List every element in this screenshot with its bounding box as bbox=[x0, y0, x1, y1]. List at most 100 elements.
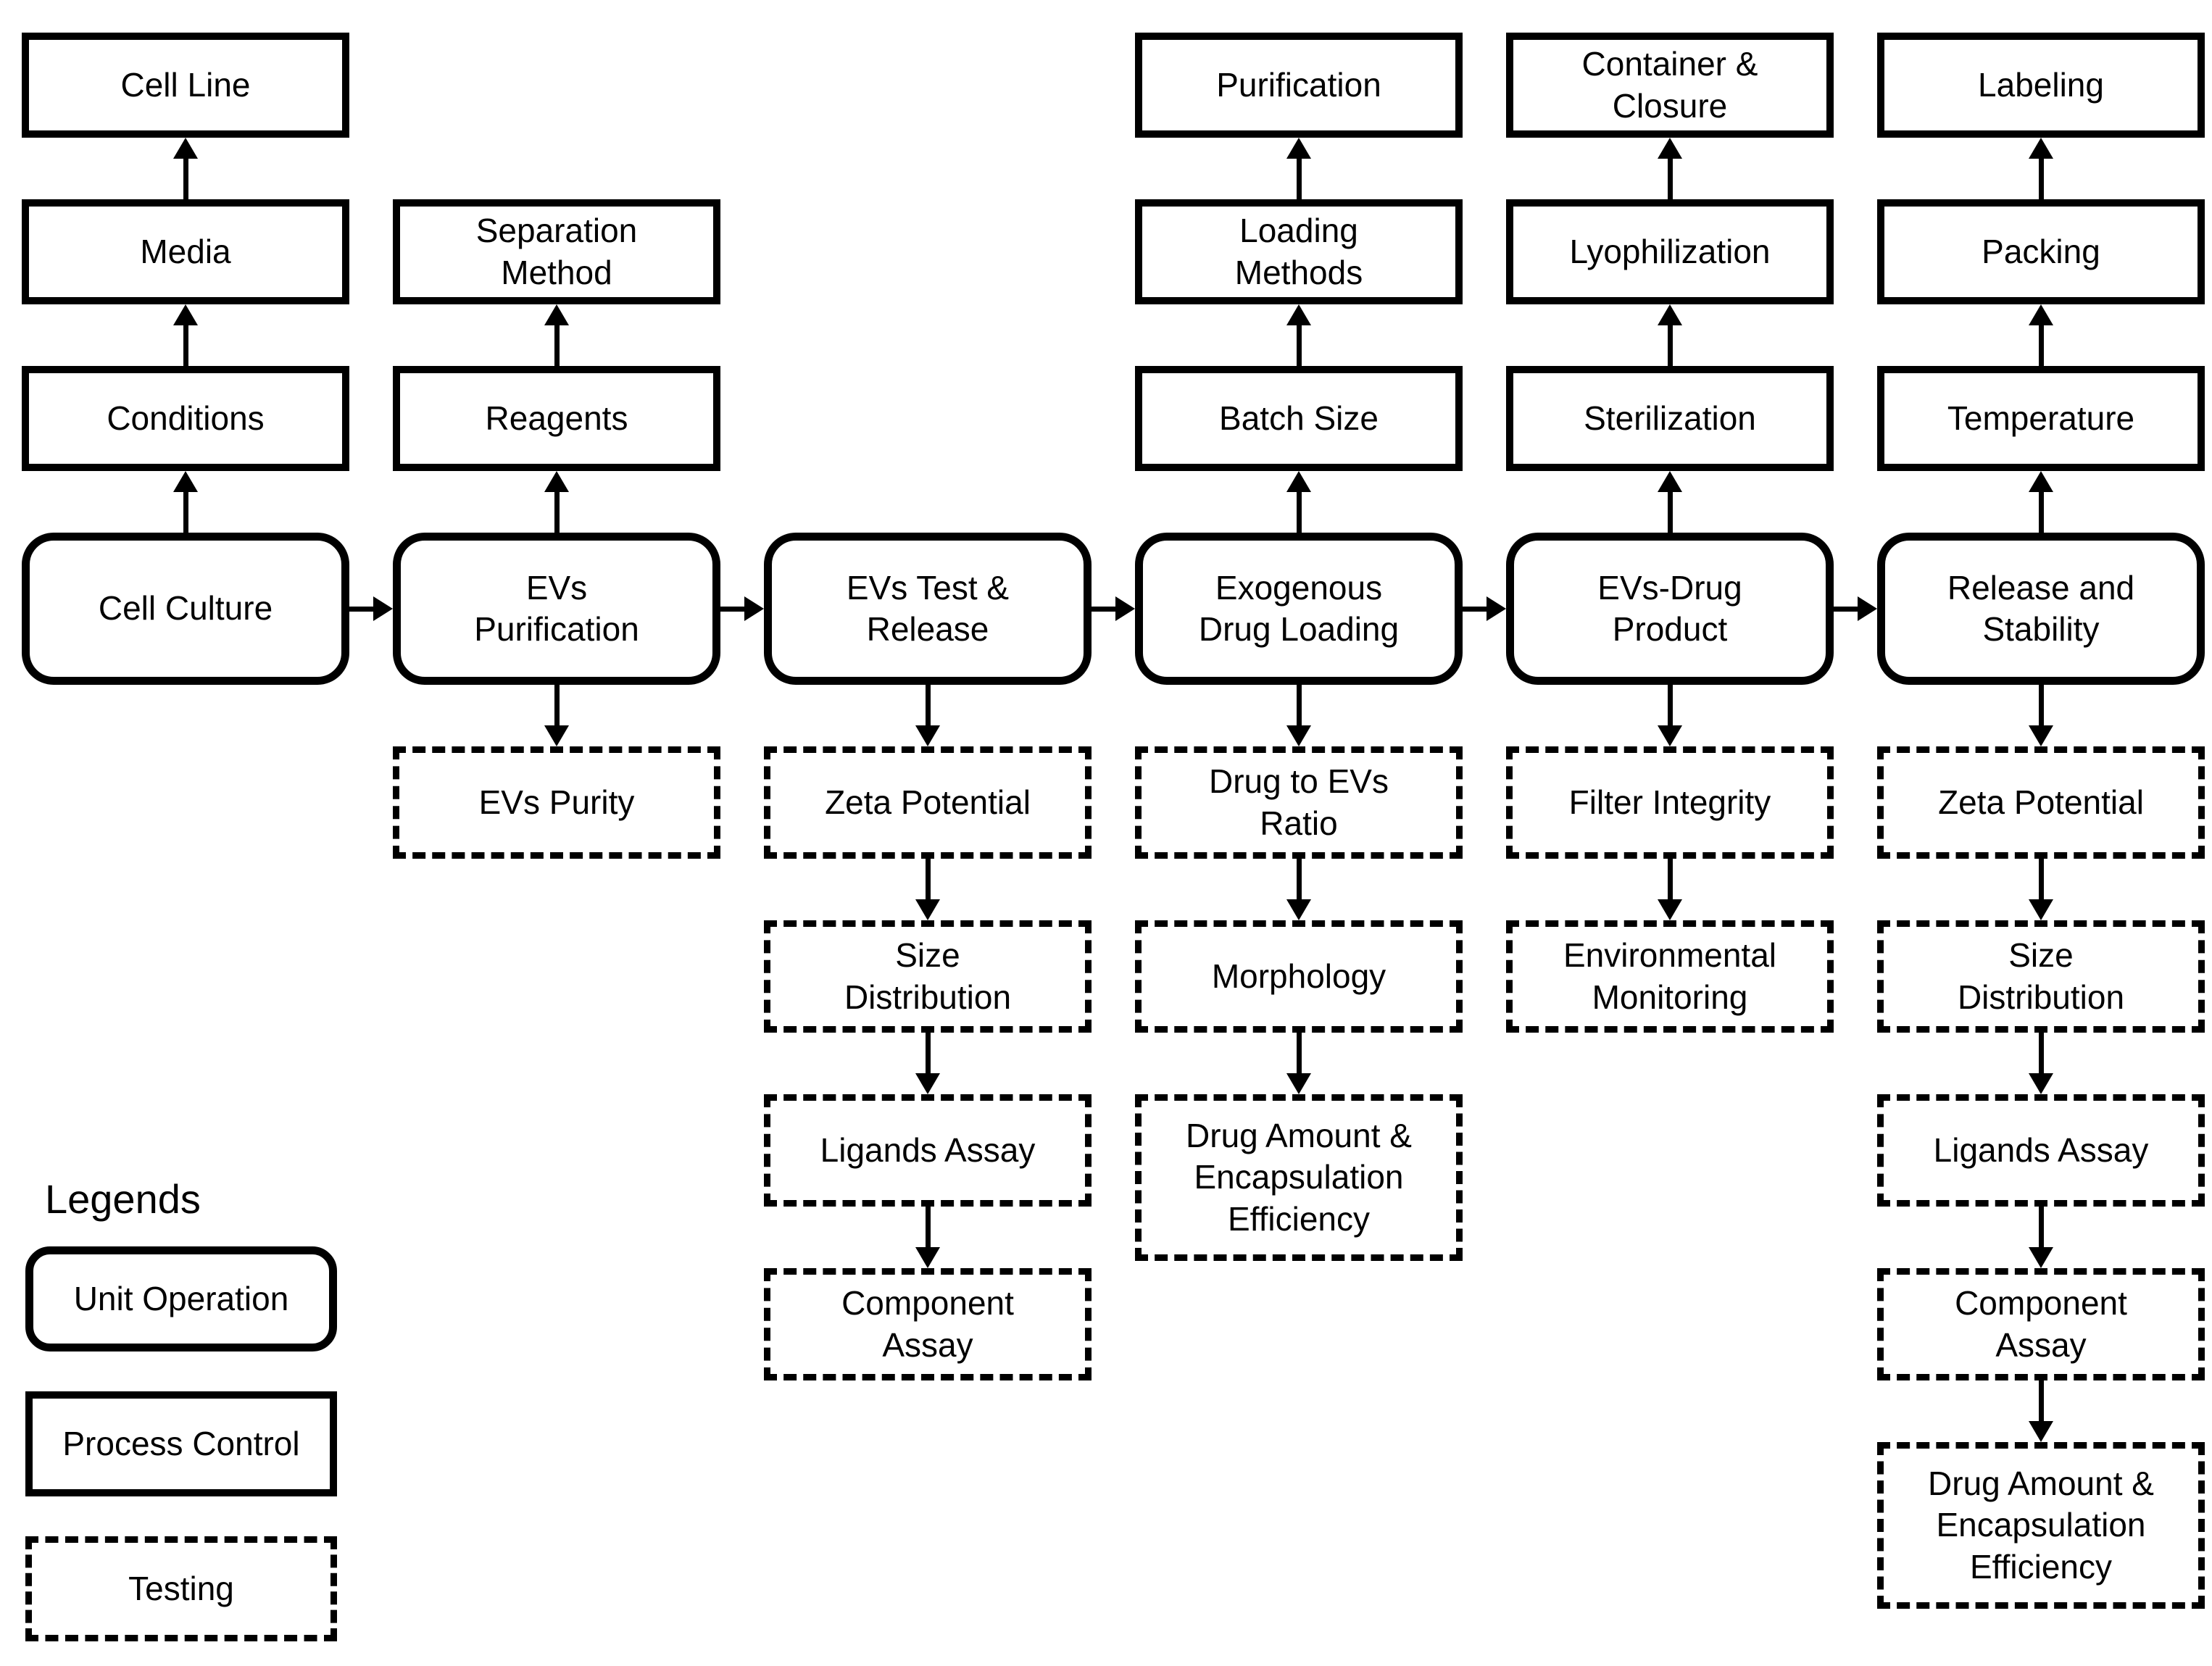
down-arrow-line bbox=[2038, 1380, 2044, 1424]
down-arrow-line bbox=[1667, 685, 1673, 728]
stage-box-cell-culture: Cell Culture bbox=[22, 533, 349, 685]
up-arrow-head bbox=[544, 304, 569, 325]
up-arrow-line bbox=[1667, 322, 1673, 366]
down-arrow-line bbox=[1296, 1033, 1302, 1076]
up-arrow-head bbox=[2029, 471, 2053, 492]
testing-box-ligands-assay: Ligands Assay bbox=[764, 1094, 1092, 1207]
process-control-box-media: Media bbox=[22, 199, 349, 304]
up-arrow-line bbox=[1296, 156, 1302, 199]
up-arrow-line bbox=[554, 322, 560, 366]
up-arrow-line bbox=[2038, 489, 2044, 533]
up-arrow-head bbox=[2029, 304, 2053, 325]
down-arrow-line bbox=[554, 685, 560, 728]
process-control-box-conditions: Conditions bbox=[22, 366, 349, 471]
testing-box-size-distribution: Size Distribution bbox=[764, 920, 1092, 1033]
testing-box-component-assay: Component Assay bbox=[764, 1268, 1092, 1380]
stage-box-evs-test-release: EVs Test & Release bbox=[764, 533, 1092, 685]
right-arrow-line bbox=[1463, 606, 1488, 612]
up-arrow-head bbox=[173, 471, 198, 492]
up-arrow-line bbox=[2038, 322, 2044, 366]
down-arrow-line bbox=[925, 1207, 931, 1250]
testing-box-component-assay: Component Assay bbox=[1877, 1268, 2205, 1380]
down-arrow-head bbox=[915, 1247, 940, 1268]
process-control-box-labeling: Labeling bbox=[1877, 33, 2205, 138]
down-arrow-line bbox=[2038, 1033, 2044, 1076]
down-arrow-head bbox=[2029, 725, 2053, 746]
stage-box-release-and-stability: Release and Stability bbox=[1877, 533, 2205, 685]
testing-box-filter-integrity: Filter Integrity bbox=[1506, 746, 1834, 859]
down-arrow-line bbox=[1667, 859, 1673, 902]
right-arrow-head bbox=[1115, 596, 1135, 621]
down-arrow-line bbox=[2038, 1207, 2044, 1250]
down-arrow-head bbox=[2029, 1421, 2053, 1442]
down-arrow-line bbox=[925, 1033, 931, 1076]
up-arrow-head bbox=[544, 471, 569, 492]
up-arrow-head bbox=[2029, 138, 2053, 159]
testing-box-environmental-monitoring: Environmental Monitoring bbox=[1506, 920, 1834, 1033]
up-arrow-line bbox=[183, 322, 188, 366]
legend-item-process-control: Process Control bbox=[25, 1391, 337, 1496]
process-control-box-loading-methods: Loading Methods bbox=[1135, 199, 1463, 304]
process-control-box-packing: Packing bbox=[1877, 199, 2205, 304]
legend-item-testing: Testing bbox=[25, 1536, 337, 1641]
up-arrow-head bbox=[1658, 471, 1682, 492]
up-arrow-line bbox=[1667, 489, 1673, 533]
down-arrow-line bbox=[1296, 685, 1302, 728]
down-arrow-line bbox=[925, 859, 931, 902]
testing-box-morphology: Morphology bbox=[1135, 920, 1463, 1033]
process-control-box-cell-line: Cell Line bbox=[22, 33, 349, 138]
up-arrow-head bbox=[1658, 304, 1682, 325]
down-arrow-line bbox=[925, 685, 931, 728]
right-arrow-line bbox=[720, 606, 746, 612]
right-arrow-head bbox=[1487, 596, 1506, 621]
right-arrow-line bbox=[349, 606, 375, 612]
up-arrow-head bbox=[1286, 304, 1311, 325]
up-arrow-head bbox=[173, 304, 198, 325]
down-arrow-head bbox=[915, 899, 940, 920]
up-arrow-head bbox=[1286, 138, 1311, 159]
down-arrow-head bbox=[1658, 725, 1682, 746]
down-arrow-head bbox=[1286, 725, 1311, 746]
process-control-box-temperature: Temperature bbox=[1877, 366, 2205, 471]
process-control-box-purification: Purification bbox=[1135, 33, 1463, 138]
stage-box-evs-purification: EVs Purification bbox=[393, 533, 720, 685]
up-arrow-line bbox=[554, 489, 560, 533]
down-arrow-head bbox=[915, 725, 940, 746]
right-arrow-line bbox=[1834, 606, 1859, 612]
process-control-box-separation-method: Separation Method bbox=[393, 199, 720, 304]
testing-box-zeta-potential: Zeta Potential bbox=[764, 746, 1092, 859]
stage-box-evs-drug-product: EVs-Drug Product bbox=[1506, 533, 1834, 685]
down-arrow-head bbox=[1286, 899, 1311, 920]
down-arrow-head bbox=[1658, 899, 1682, 920]
process-control-box-lyophilization: Lyophilization bbox=[1506, 199, 1834, 304]
testing-box-drug-amount-encapsulation-efficiency: Drug Amount & Encapsulation Efficiency bbox=[1877, 1442, 2205, 1609]
testing-box-size-distribution: Size Distribution bbox=[1877, 920, 2205, 1033]
testing-box-drug-amount-encapsulation-efficiency: Drug Amount & Encapsulation Efficiency bbox=[1135, 1094, 1463, 1261]
right-arrow-head bbox=[744, 596, 764, 621]
up-arrow-head bbox=[1286, 471, 1311, 492]
up-arrow-line bbox=[1667, 156, 1673, 199]
down-arrow-head bbox=[544, 725, 569, 746]
up-arrow-line bbox=[1296, 322, 1302, 366]
up-arrow-line bbox=[2038, 156, 2044, 199]
up-arrow-line bbox=[1296, 489, 1302, 533]
right-arrow-head bbox=[373, 596, 393, 621]
down-arrow-line bbox=[1296, 859, 1302, 902]
down-arrow-head bbox=[1286, 1073, 1311, 1094]
up-arrow-head bbox=[173, 138, 198, 159]
up-arrow-line bbox=[183, 156, 188, 199]
down-arrow-line bbox=[2038, 685, 2044, 728]
down-arrow-line bbox=[2038, 859, 2044, 902]
legend-title: Legends bbox=[45, 1176, 201, 1222]
legend-item-unit-operation: Unit Operation bbox=[25, 1246, 337, 1351]
up-arrow-head bbox=[1658, 138, 1682, 159]
down-arrow-head bbox=[2029, 1247, 2053, 1268]
process-control-box-reagents: Reagents bbox=[393, 366, 720, 471]
process-control-box-batch-size: Batch Size bbox=[1135, 366, 1463, 471]
testing-box-zeta-potential: Zeta Potential bbox=[1877, 746, 2205, 859]
testing-box-evs-purity: EVs Purity bbox=[393, 746, 720, 859]
down-arrow-head bbox=[915, 1073, 940, 1094]
process-control-box-container-closure: Container & Closure bbox=[1506, 33, 1834, 138]
down-arrow-head bbox=[2029, 1073, 2053, 1094]
